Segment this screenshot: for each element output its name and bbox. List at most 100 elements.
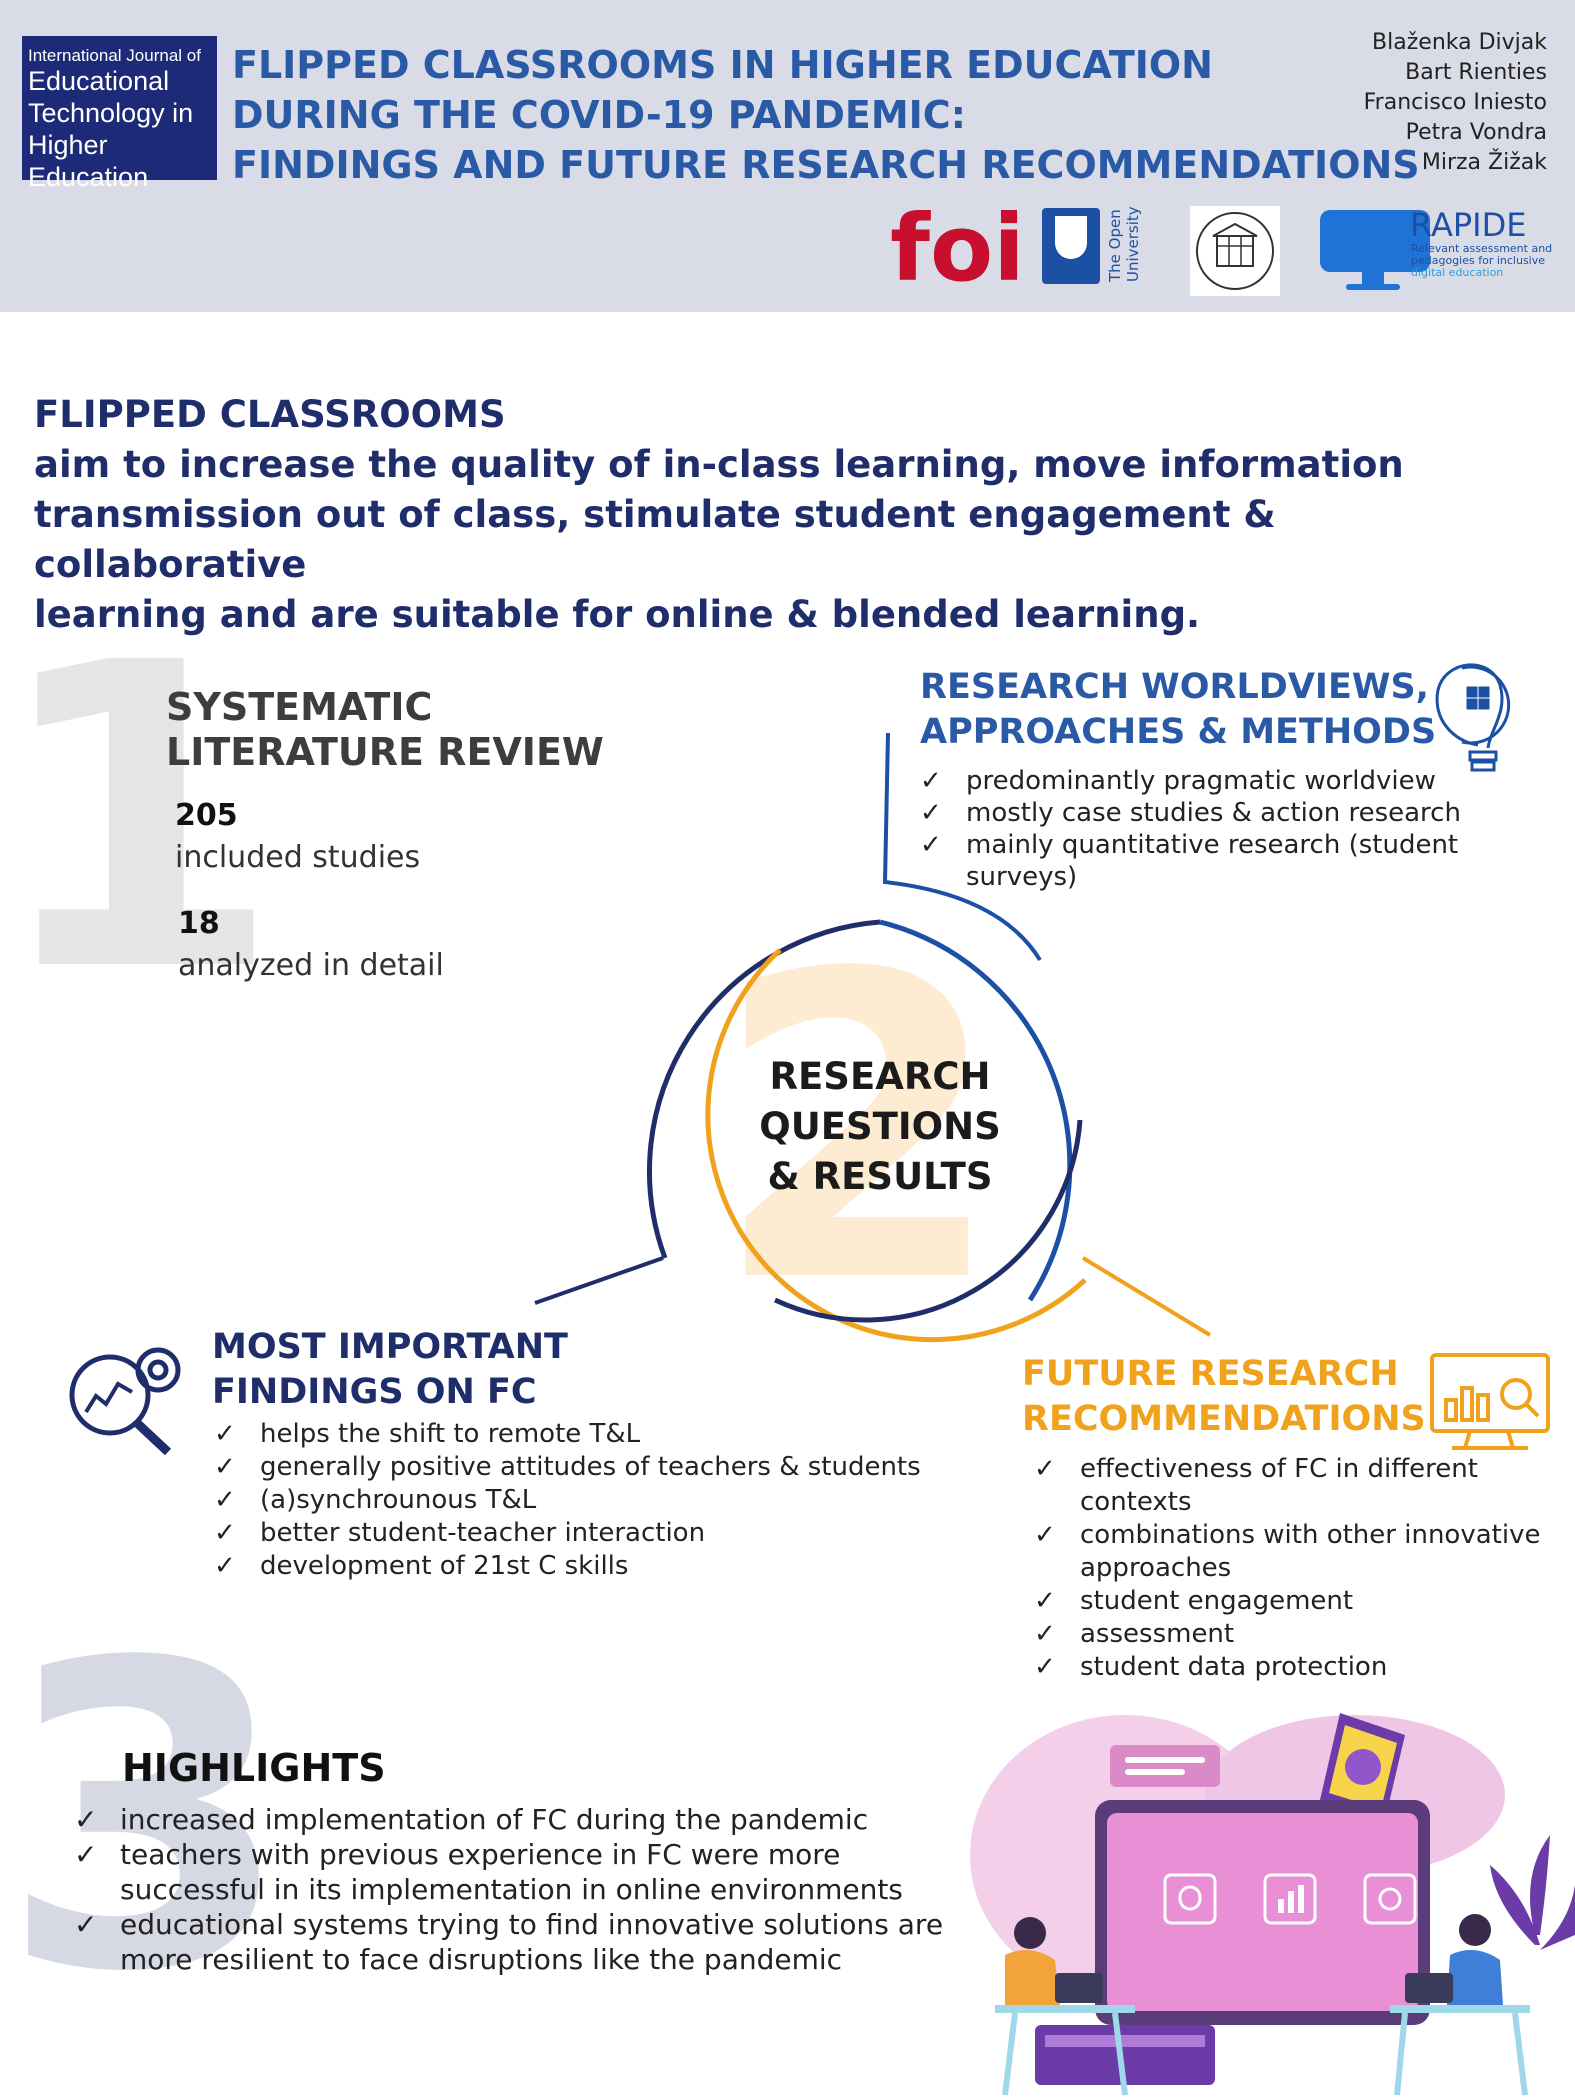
connector-worldviews xyxy=(882,732,1042,962)
author-name: Petra Vondra xyxy=(1405,120,1547,145)
list-item-text: (a)synchrounous T&L xyxy=(260,1485,537,1515)
list-item: ✓development of 21st C skills xyxy=(214,1550,921,1583)
author-name: Mirza Žižak xyxy=(1421,150,1547,175)
list-item-text: generally positive attitudes of teachers… xyxy=(260,1452,921,1482)
section-title-line: SYSTEMATIC xyxy=(166,685,433,729)
pie-chart-card-icon xyxy=(1320,1713,1405,1820)
list-item-text: combinations with other innovative appro… xyxy=(1080,1520,1541,1583)
journal-logo-line: Educational xyxy=(28,66,170,97)
list-item: ✓ better student-teacher interaction xyxy=(214,1517,921,1550)
check-icon: ✓ xyxy=(74,1838,98,1871)
check-icon: ✓ xyxy=(214,1518,236,1548)
rapide-tagline: pedagogies for inclusive xyxy=(1411,254,1545,267)
stat-included-studies: 205 included studies xyxy=(175,795,420,879)
foi-logo: foi xyxy=(890,198,1025,298)
lightbulb-icon xyxy=(1163,1873,1217,1925)
check-icon: ✓ xyxy=(920,798,942,828)
list-item: ✓ combinations with other innovative appr… xyxy=(1034,1519,1554,1585)
center-label-line: RESEARCH xyxy=(769,1055,991,1098)
section-title-line: LITERATURE REVIEW xyxy=(166,730,604,774)
ring-arc-blue xyxy=(879,919,1073,1302)
highlights-title: HIGHLIGHTS xyxy=(122,1746,386,1790)
author-name: Francisco Iniesto xyxy=(1363,90,1547,115)
header-banner xyxy=(0,0,1575,312)
ring-arc-inner-navy xyxy=(773,1119,1083,1323)
list-item-text: educational systems trying to find innov… xyxy=(120,1908,944,1976)
check-icon: ✓ xyxy=(214,1485,236,1515)
list-item: ✓student engagement xyxy=(1034,1585,1554,1618)
university-zagreb-seal xyxy=(1190,206,1280,296)
plant-icon xyxy=(1490,1835,1575,1950)
check-icon: ✓ xyxy=(1034,1619,1056,1649)
rapide-tagline: digital education xyxy=(1411,266,1503,279)
settings-icon xyxy=(1363,1873,1417,1925)
open-university-logo: The Open University xyxy=(1042,206,1142,284)
check-icon: ✓ xyxy=(920,830,942,860)
intro-line: FLIPPED CLASSROOMS xyxy=(34,393,506,436)
monitor-screen xyxy=(1107,1813,1418,2011)
future-research-title: FUTURE RESEARCH RECOMMENDATIONS xyxy=(1022,1352,1426,1442)
ring-arc-orange xyxy=(705,948,1087,1343)
section-number-1: 1 xyxy=(0,575,283,1064)
list-item-text: better student-teacher interaction xyxy=(260,1518,706,1548)
student-left-icon xyxy=(995,1917,1135,2096)
section-title-line: APPROACHES & METHODS xyxy=(920,712,1437,752)
check-icon: ✓ xyxy=(214,1452,236,1482)
section-title-line: RECOMMENDATIONS xyxy=(1022,1399,1426,1439)
list-item-text: increased implementation of FC during th… xyxy=(120,1803,869,1836)
list-item-text: teachers with previous experience in FC … xyxy=(120,1838,903,1906)
list-item: ✓ generally positive attitudes of teacher… xyxy=(214,1451,921,1484)
future-research-list: ✓ effectiveness of FC in different contex… xyxy=(1034,1453,1554,1684)
intro-statement: FLIPPED CLASSROOMS aim to increase the q… xyxy=(34,390,1534,640)
center-label-line: & RESULTS xyxy=(767,1155,993,1198)
check-icon: ✓ xyxy=(1034,1520,1056,1550)
section-number-3: 3 xyxy=(0,1575,293,2064)
findings-list: ✓ helps the shift to remote T&L ✓ generall… xyxy=(214,1418,921,1583)
list-item: ✓ (a)synchrounous T&L xyxy=(214,1484,921,1517)
ou-text: University xyxy=(1124,206,1142,282)
lightbulb-icon xyxy=(1435,663,1511,772)
list-item-text: student data protection xyxy=(1080,1652,1388,1682)
list-item-text: assessment xyxy=(1080,1619,1235,1649)
research-questions-label: RESEARCH QUESTIONS & RESULTS xyxy=(740,1052,1020,1202)
list-item: ✓increased implementation of FC during t… xyxy=(74,1802,954,1837)
stat-label: analyzed in detail xyxy=(178,948,444,983)
check-icon: ✓ xyxy=(214,1419,236,1449)
highlights-list: ✓ increased implementation of FC during t… xyxy=(74,1802,954,1977)
bar-chart-icon xyxy=(1263,1873,1317,1925)
list-item: ✓ effectiveness of FC in different contex… xyxy=(1034,1453,1554,1519)
chat-bubble-icon xyxy=(1110,1745,1220,1787)
poster-title: FLIPPED CLASSROOMS IN HIGHER EDUCATION D… xyxy=(232,40,1420,190)
list-item: ✓ assessment xyxy=(1034,1618,1554,1651)
list-item-text: mainly quantitative research (student su… xyxy=(966,830,1459,892)
ou-text: The Open xyxy=(1106,209,1124,283)
student-right-icon xyxy=(1390,1914,1530,2096)
stat-value: 205 xyxy=(175,798,238,833)
journal-logo-line: International Journal of xyxy=(28,46,201,65)
author-name: Bart Rienties xyxy=(1405,60,1547,85)
partner-logos: foi The Open University RAPIDE Relevant … xyxy=(890,198,1552,298)
check-icon: ✓ xyxy=(1034,1454,1056,1484)
list-item-text: helps the shift to remote T&L xyxy=(260,1419,641,1449)
list-item: ✓ mainly quantitative research (student s… xyxy=(920,829,1575,893)
stat-analyzed-detail: 18 analyzed in detail xyxy=(178,903,444,987)
check-icon: ✓ xyxy=(1034,1652,1056,1682)
author-name: Blaženka Divjak xyxy=(1372,30,1547,55)
analytics-monitor-icon xyxy=(1430,1353,1550,1450)
connector-future xyxy=(1081,1256,1212,1337)
section-title-line: FINDINGS ON FC xyxy=(212,1372,537,1412)
list-item-text: effectiveness of FC in different context… xyxy=(1080,1454,1478,1517)
list-item: ✓ student data protection xyxy=(1034,1651,1554,1684)
check-icon: ✓ xyxy=(920,766,942,796)
list-item-text: mostly case studies & action research xyxy=(966,798,1461,828)
list-item: ✓predominantly pragmatic worldview xyxy=(920,765,1575,797)
rapide-logo: RAPIDE Relevant assessment and pedagogie… xyxy=(1320,206,1552,290)
journal-logo-line: Technology in xyxy=(28,97,194,128)
worldviews-title: RESEARCH WORLDVIEWS, APPROACHES & METHOD… xyxy=(920,665,1436,755)
section-title-line: RESEARCH WORLDVIEWS, xyxy=(920,667,1429,707)
title-line: FLIPPED CLASSROOMS IN HIGHER EDUCATION xyxy=(232,43,1213,87)
list-item-text: development of 21st C skills xyxy=(260,1551,629,1581)
list-item-text: student engagement xyxy=(1080,1586,1354,1616)
list-item: ✓ helps the shift to remote T&L xyxy=(214,1418,921,1451)
